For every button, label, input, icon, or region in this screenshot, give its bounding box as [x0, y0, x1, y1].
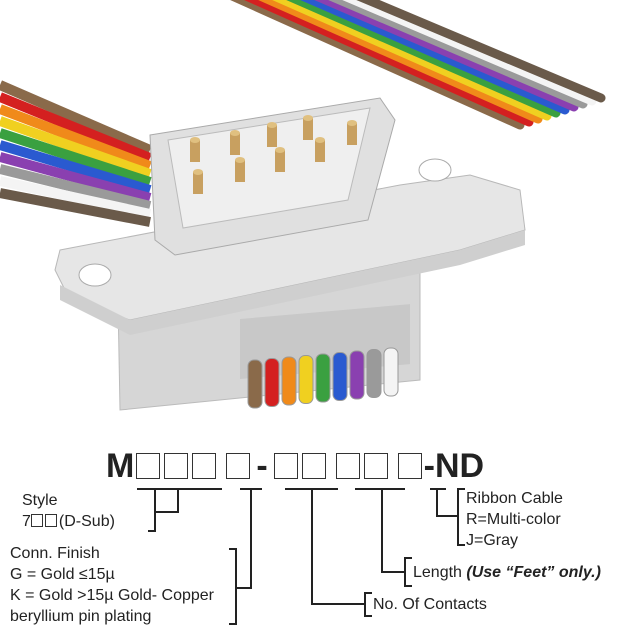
pin — [193, 172, 203, 194]
wire — [0, 176, 152, 219]
wire — [356, 0, 606, 103]
finish-option: beryllium pin plating — [10, 608, 152, 625]
part-suffix: -ND — [423, 447, 485, 485]
pin-tip — [267, 122, 277, 128]
style-code: 7 (D-Sub) — [22, 511, 115, 532]
wire-ends — [247, 347, 399, 409]
wire — [0, 140, 152, 195]
wire — [0, 104, 152, 171]
part-separator: - — [256, 447, 268, 485]
finish-option: G = Gold ≤15µ — [10, 566, 115, 583]
pins — [190, 115, 357, 194]
wire — [0, 188, 151, 227]
style-desc: (D-Sub) — [58, 513, 115, 530]
ribbon-option: J=Gray — [466, 532, 519, 549]
wire — [230, 0, 525, 130]
ribbon-cable-right — [230, 0, 606, 130]
wire — [272, 0, 552, 121]
wire — [258, 0, 543, 124]
wire — [0, 164, 152, 211]
length-note: (Use “Feet” only.) — [466, 564, 601, 581]
ribbon-cable-left — [0, 80, 152, 227]
wire — [328, 0, 588, 109]
code-box — [273, 453, 298, 479]
wire — [0, 80, 152, 155]
pin-tip — [235, 157, 245, 163]
wire-end — [264, 358, 280, 407]
wire — [0, 152, 152, 203]
code-box — [301, 453, 326, 479]
finish-option: K = Gold >15µ Gold- Copper — [10, 587, 214, 604]
code-box — [226, 453, 251, 479]
wire-end — [315, 353, 331, 403]
pin — [235, 160, 245, 182]
length-title: Length — [413, 564, 462, 581]
wire — [314, 0, 579, 112]
ribbon-option: R=Multi-color — [466, 511, 561, 528]
wire — [342, 0, 597, 106]
finish-title: Conn. Finish — [10, 545, 100, 562]
style-digit: 7 — [22, 513, 31, 530]
wire — [244, 0, 534, 127]
wire-end — [366, 349, 382, 398]
pin — [190, 140, 200, 162]
pin — [315, 140, 325, 162]
pin — [267, 125, 277, 147]
mounting-hole-left — [78, 263, 112, 287]
pin — [275, 150, 285, 172]
code-box — [363, 453, 388, 479]
pin — [230, 133, 240, 155]
wire-end — [349, 350, 365, 400]
pin-tip — [303, 115, 313, 121]
pin-tip — [230, 130, 240, 136]
pin-tip — [190, 137, 200, 143]
length-label: Length (Use “Feet” only.) — [413, 562, 601, 583]
part-number: M - -ND — [106, 448, 484, 484]
code-box — [136, 453, 161, 479]
wire-end — [281, 356, 297, 406]
code-box — [335, 453, 360, 479]
wire — [300, 0, 570, 115]
mounting-hole-right — [418, 158, 452, 182]
wire — [0, 128, 152, 187]
pin-tip — [347, 120, 357, 126]
wire-end — [332, 352, 348, 401]
wire — [0, 116, 152, 179]
wire — [286, 0, 561, 118]
code-box — [30, 514, 43, 527]
pin — [303, 118, 313, 140]
wire-end — [298, 355, 314, 404]
pin-tip — [193, 169, 203, 175]
code-box — [44, 514, 57, 527]
style-title: Style — [22, 492, 58, 509]
part-prefix: M — [106, 447, 135, 485]
wire — [0, 92, 152, 163]
code-box — [164, 453, 189, 479]
pin-tip — [275, 147, 285, 153]
wire-end — [383, 347, 399, 397]
ribbon-title: Ribbon Cable — [466, 490, 563, 507]
code-box — [192, 453, 217, 479]
pin-tip — [315, 137, 325, 143]
code-box — [397, 453, 422, 479]
contacts-title: No. Of Contacts — [373, 596, 487, 613]
wire-end — [247, 359, 263, 409]
pin — [347, 123, 357, 145]
